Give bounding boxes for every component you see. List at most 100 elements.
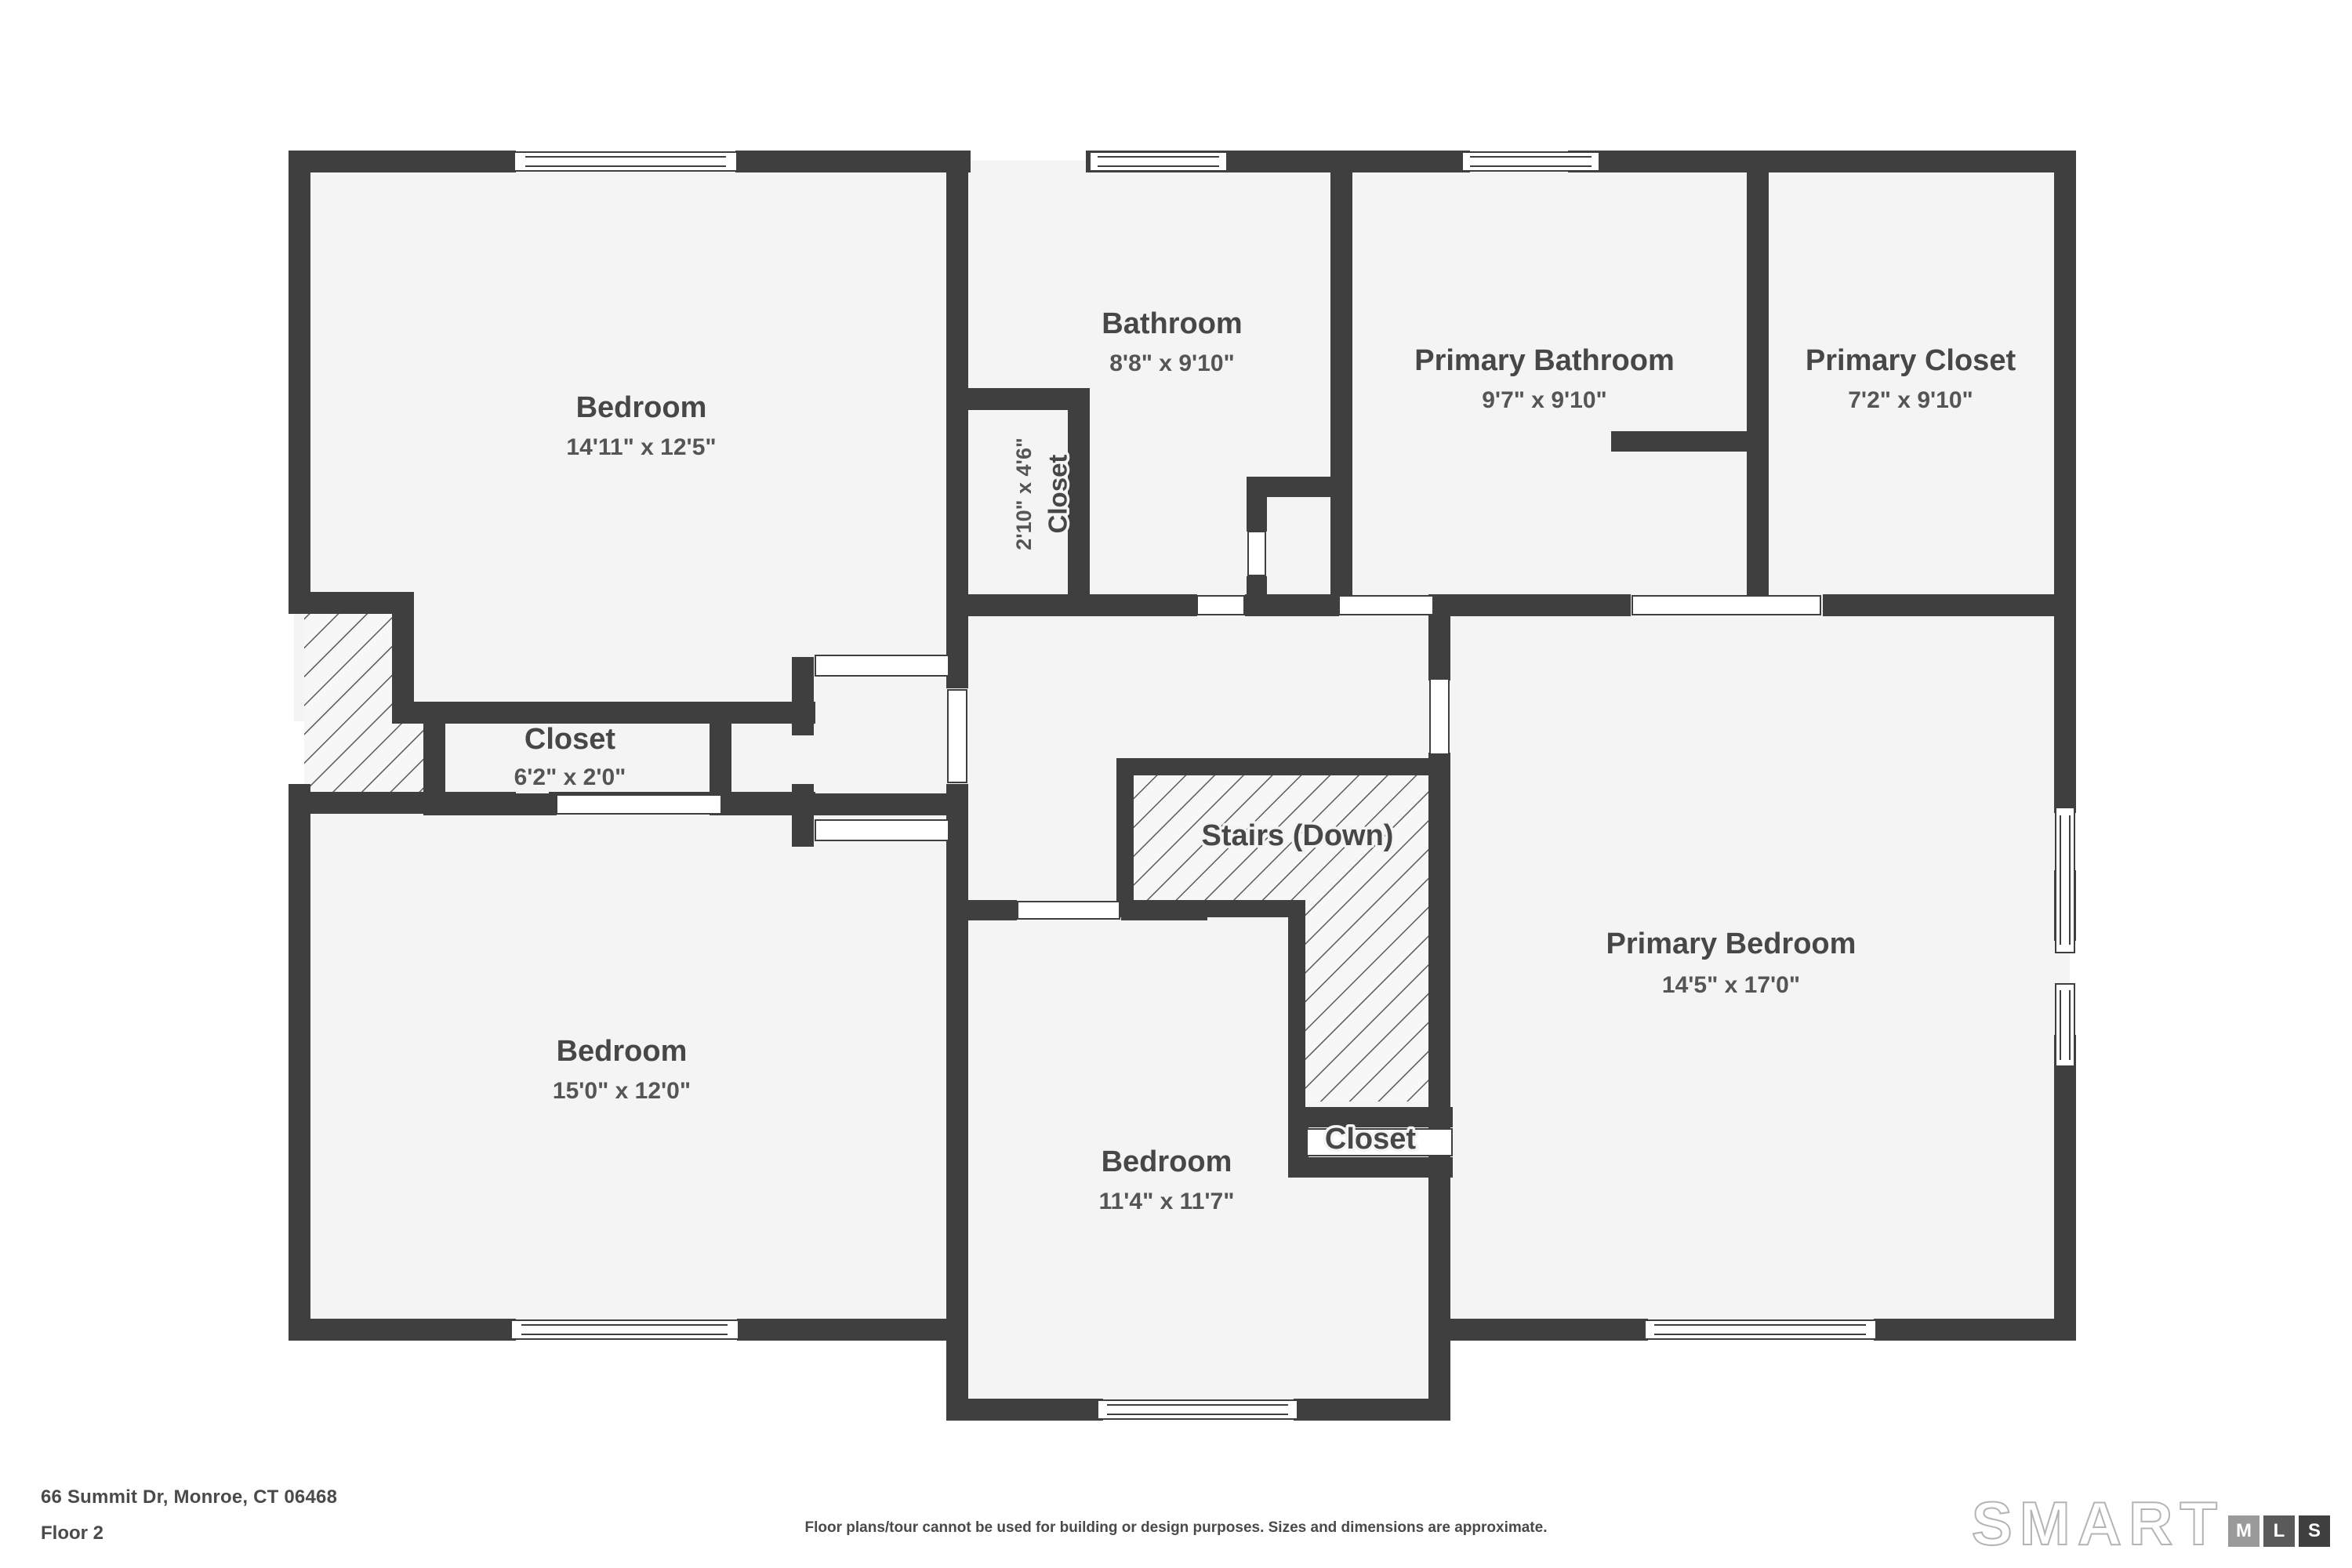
smart-mls-logo: SMART M L S <box>1971 1482 2330 1558</box>
window-right-primary-bedroom-a <box>2055 807 2075 953</box>
wall-s-bed-bottom-b <box>1294 1399 1450 1421</box>
wall-stairs-innerleft <box>1288 900 1305 1108</box>
wall-bottom-a <box>289 1319 516 1341</box>
wall-bottom-b <box>737 1319 964 1341</box>
logo-box-l: L <box>2263 1515 2295 1547</box>
door-bedroom-nw <box>815 655 949 677</box>
wall-closet-stairs-bottom <box>1288 1157 1453 1178</box>
room-label-closet-stairs: Closet <box>1325 1123 1416 1156</box>
room-dim-primary-bedroom: 14'5" x 17'0" <box>1662 972 1800 998</box>
window-top-bathroom <box>1089 151 1228 172</box>
floor-label: Floor 2 <box>41 1523 104 1544</box>
room-dim-closet-hall: 2'10" x 4'6" <box>1012 437 1036 550</box>
room-label-primary-closet: Primary Closet <box>1806 344 2016 377</box>
room-label-group-closet-hall: Closet 2'10" x 4'6" <box>1010 435 1075 553</box>
wall-closet-nw-top <box>423 702 815 724</box>
wall-top-a <box>289 151 516 172</box>
wall-hall-top-b <box>1245 594 1339 616</box>
room-label-closet-nw: Closet <box>524 723 615 756</box>
door-primary-suite <box>1632 595 1821 615</box>
wall-hall-top-a <box>946 594 1197 616</box>
room-label-stairs: Stairs (Down) <box>1202 819 1394 852</box>
wall-v-swbed-sbed <box>946 894 968 1341</box>
logo-box-m: M <box>2228 1515 2259 1547</box>
room-label-bedroom-nw: Bedroom <box>576 391 707 424</box>
wall-hall-top-d <box>1823 594 2076 616</box>
window-top-primary-bathroom <box>1461 151 1600 172</box>
wall-s-bed-bottom-a <box>946 1399 1103 1421</box>
room-dim-bathroom: 8'8" x 9'10" <box>1109 350 1235 376</box>
wall-hall-top-c <box>1435 594 1631 616</box>
wall-bottom-d <box>1874 1319 2076 1341</box>
door-bedroom-s <box>1017 901 1120 920</box>
room-dim-closet-nw: 6'2" x 2'0" <box>514 764 626 790</box>
room-dim-bedroom-nw: 14'11" x 12'5" <box>566 434 716 460</box>
room-label-bedroom-s: Bedroom <box>1102 1145 1232 1178</box>
wall-right-a <box>2054 151 2076 813</box>
disclaimer-text: Floor plans/tour cannot be used for buil… <box>804 1519 1548 1536</box>
wall-primcloset-shelf <box>1611 431 1752 452</box>
wall-left-lower <box>289 792 310 1341</box>
floor-plan-canvas: Bedroom 14'11" x 12'5" Bathroom 8'8" x 9… <box>289 151 2076 1421</box>
property-address: 66 Summit Dr, Monroe, CT 06468 <box>41 1486 338 1508</box>
wall-sw-bed-top-a <box>289 792 516 814</box>
wall-right-c <box>2054 1035 2076 1341</box>
window-bottom-bedroom-sw <box>510 1319 739 1340</box>
wall-v-bedroom-bath <box>946 151 968 613</box>
wall-hall-left-a <box>946 594 968 688</box>
window-top-bedroom-nw <box>514 151 738 172</box>
door-bathroom-jog <box>1247 531 1266 576</box>
wall-top-d <box>1568 151 2076 172</box>
room-labels: Bedroom 14'11" x 12'5" Bathroom 8'8" x 9… <box>512 305 2019 1217</box>
door-hall-west <box>947 689 967 783</box>
wall-top-b <box>735 151 971 172</box>
wall-v-primbath-primcloset <box>1747 151 1769 613</box>
room-dim-bedroom-sw: 15'0" x 12'0" <box>553 1078 691 1104</box>
wall-closet-stairs-top <box>1288 1107 1453 1127</box>
room-fill-bedroom-sw <box>294 811 953 1333</box>
wall-stairs-left <box>1116 758 1134 907</box>
wall-left-upper <box>289 151 310 609</box>
room-dim-primary-bathroom: 9'7" x 9'10" <box>1482 387 1607 413</box>
wall-bath-jog-left-a <box>1247 477 1267 532</box>
wall-stairs-innerbottom <box>1116 900 1305 917</box>
room-label-bathroom: Bathroom <box>1102 307 1242 340</box>
door-closet-nw <box>556 794 722 815</box>
footer: 66 Summit Dr, Monroe, CT 06468 Floor 2 F… <box>0 1474 2352 1568</box>
smart-wordmark: SMART <box>1971 1488 2224 1558</box>
room-fill-primary-closet <box>1752 161 2070 604</box>
room-fill-primary-bathroom <box>1337 161 1752 604</box>
door-bedroom-sw <box>815 819 949 841</box>
window-bottom-bedroom-s <box>1097 1399 1298 1420</box>
room-dim-primary-closet: 7'2" x 9'10" <box>1848 387 1973 413</box>
wall-bed-nw-south <box>792 793 956 815</box>
wall-sbed-top-a <box>946 900 1017 920</box>
hatch-stairs <box>1123 764 1443 1102</box>
room-dim-bedroom-s: 11'4" x 11'7" <box>1099 1189 1235 1214</box>
window-bottom-primary-bedroom <box>1644 1319 1877 1340</box>
room-label-closet-hall: Closet <box>1044 455 1073 534</box>
logo-box-s: S <box>2299 1515 2330 1547</box>
wall-v-bath-primbath <box>1330 151 1352 613</box>
wall-hall-closet-right <box>1068 388 1090 604</box>
wall-stairs-top <box>1116 758 1446 775</box>
room-label-bedroom-sw: Bedroom <box>557 1035 688 1068</box>
door-primary-bedroom <box>1429 678 1450 755</box>
wall-vestibule-right-a <box>792 657 814 735</box>
door-openings <box>556 531 1821 1156</box>
wall-notch-vert <box>392 592 414 717</box>
room-label-primary-bedroom: Primary Bedroom <box>1606 927 1857 960</box>
room-label-primary-bathroom: Primary Bathroom <box>1414 344 1675 377</box>
door-primary-bathroom <box>1338 595 1434 615</box>
wall-bottom-c <box>1428 1319 1648 1341</box>
floor-plan-drawing: Bedroom 14'11" x 12'5" Bathroom 8'8" x 9… <box>289 151 2076 1421</box>
window-right-primary-bedroom-b <box>2055 983 2075 1067</box>
windows <box>510 151 2075 1420</box>
door-closet-stairs <box>1306 1128 1453 1156</box>
room-fill-primary-bedroom <box>1439 604 2070 1333</box>
room-fill-bedroom-nw <box>294 161 953 815</box>
door-bathroom <box>1196 595 1245 615</box>
wall-hall-closet-top <box>953 388 1090 410</box>
wall-hall-right-b <box>1428 753 1450 1105</box>
room-fill-bathroom <box>953 161 1337 604</box>
